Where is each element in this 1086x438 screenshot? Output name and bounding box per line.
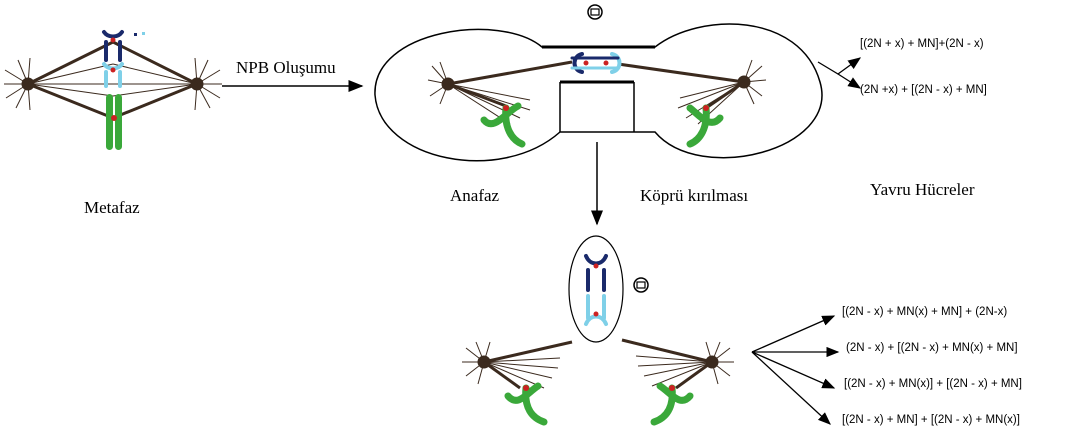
formula-bottom-2: (2N - x) + [(2N - x) + MN(x) + MN]: [846, 342, 1018, 354]
dicentric-chromosome: [104, 32, 145, 86]
micronucleus-icon: [588, 5, 602, 19]
npb-formation-label: NPB Oluşumu: [236, 58, 336, 78]
spindle-pole-bottom-right: [622, 340, 734, 388]
bridge-break-label: Köprü kırılması: [640, 186, 748, 206]
formula-bottom-4: [(2N - x) + MN] + [(2N - x) + MN(x)]: [842, 414, 1020, 426]
bottom-division: [462, 236, 734, 422]
metaphase-label: Metafaz: [84, 198, 140, 218]
formula-bottom-3: [(2N - x) + MN(x)] + [(2N - x) + MN]: [844, 378, 1022, 390]
anaphase-label: Anafaz: [450, 186, 499, 206]
formula-top-1: [(2N + x) + MN]+(2N - x): [860, 38, 984, 50]
micronucleus-icon-bottom: [634, 278, 648, 292]
micronucleus-ellipse: [569, 236, 623, 342]
formula-top-2: (2N +x) + [(2N - x) + MN]: [860, 84, 987, 96]
arrows-top: [818, 58, 860, 88]
formula-bottom-1: [(2N - x) + MN(x) + MN] + (2N-x): [842, 306, 1007, 318]
anaphase-cell: [375, 5, 822, 161]
daughter-cells-label: Yavru Hücreler: [870, 180, 975, 200]
arrows-bottom: [752, 316, 838, 424]
green-chromosome-bottom-right: [654, 386, 690, 422]
spindle-pole-bottom-left: [462, 342, 572, 388]
green-chromosome-bottom-left: [508, 386, 544, 422]
green-chromosome: [106, 94, 122, 150]
metaphase-cell: [4, 32, 222, 150]
cell-membrane: [375, 24, 822, 161]
